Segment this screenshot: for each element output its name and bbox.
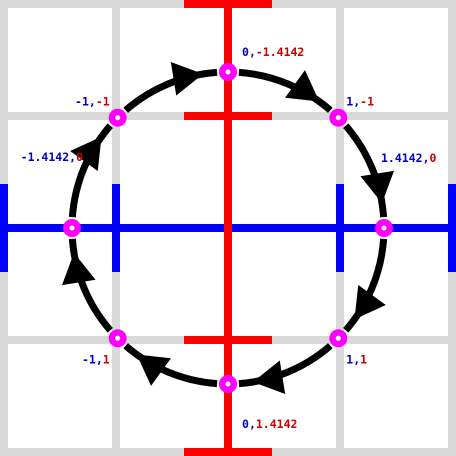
- point-label: -1,-1: [75, 95, 110, 109]
- point-label: 1,1: [346, 352, 367, 366]
- point-marker-center: [225, 381, 231, 387]
- arrowhead: [170, 61, 204, 96]
- arrowhead: [61, 252, 96, 286]
- y-axis-tick-top-end: [184, 0, 272, 8]
- point-label-separator: ,: [89, 95, 96, 109]
- point-label-y: 0: [429, 151, 436, 165]
- arrowhead: [360, 170, 395, 204]
- point-label-separator: ,: [69, 150, 76, 164]
- point-label-y: 1: [103, 352, 110, 366]
- point-marker-center: [335, 115, 341, 121]
- point-label: 0,1.4142: [242, 417, 297, 431]
- point-label-x: -1: [75, 95, 89, 109]
- point-label: -1,1: [82, 352, 110, 366]
- point-marker-center: [381, 225, 387, 231]
- point-label-separator: ,: [249, 45, 256, 59]
- points-layer: [63, 63, 393, 393]
- point-marker-center: [69, 225, 75, 231]
- point-label-x: 1.4142: [381, 151, 423, 165]
- y-axis-tick-bottom-end: [184, 448, 272, 456]
- arrowhead: [252, 360, 286, 395]
- point-label-separator: ,: [249, 417, 256, 431]
- point-label-separator: ,: [353, 352, 360, 366]
- point-label-separator: ,: [423, 151, 430, 165]
- point-label-x: 1: [346, 95, 353, 109]
- point-label-y: 0: [76, 150, 83, 164]
- rotation-arc: [238, 68, 333, 113]
- point-label-separator: ,: [353, 95, 360, 109]
- point-label-separator: ,: [96, 352, 103, 366]
- point-marker-center: [115, 335, 121, 341]
- point-marker-center: [225, 69, 231, 75]
- point-label-x: -1.4142: [21, 150, 69, 164]
- point-label-y: 1: [360, 352, 367, 366]
- arrowhead: [136, 354, 171, 386]
- y-axis-tick-plus-one: [184, 336, 272, 344]
- point-label: 1.4142,0: [381, 151, 436, 165]
- arrowhead: [354, 285, 386, 320]
- y-axis-tick-minus-one: [184, 112, 272, 120]
- arrowhead: [285, 70, 320, 102]
- y-axis-line: [224, 0, 232, 456]
- point-label-x: 0: [242, 45, 249, 59]
- rotation-arc: [343, 123, 388, 218]
- point-label-y: 1.4142: [256, 417, 298, 431]
- arrowhead: [70, 136, 102, 171]
- rotation-arc: [123, 343, 218, 388]
- rotation-circle: [61, 61, 395, 395]
- point-label-y: -1: [360, 95, 374, 109]
- rotation-arc: [68, 123, 113, 218]
- point-label: 0,-1.4142: [242, 45, 304, 59]
- x-axis-tick-right-end: [448, 184, 456, 272]
- point-label-y: -1.4142: [256, 45, 304, 59]
- point-label-x: 1: [346, 352, 353, 366]
- labels-layer: 0,-1.41421,-11.4142,01,10,1.4142-1,1-1.4…: [21, 45, 437, 431]
- point-label-x: 0: [242, 417, 249, 431]
- point-marker-center: [115, 115, 121, 121]
- rotation-arc: [238, 343, 333, 388]
- point-label-x: -1: [82, 352, 96, 366]
- point-label: -1.4142,0: [21, 150, 83, 164]
- x-axis-tick-left-end: [0, 184, 8, 272]
- point-marker-center: [335, 335, 341, 341]
- rotation-arc: [123, 68, 218, 113]
- y-axis: [184, 0, 272, 456]
- point-label-y: -1: [96, 95, 110, 109]
- x-axis-tick-minus-one: [112, 184, 120, 272]
- point-label: 1,-1: [346, 95, 374, 109]
- rotation-arc: [68, 238, 113, 333]
- x-axis-tick-plus-one: [336, 184, 344, 272]
- rotation-arc: [343, 238, 388, 333]
